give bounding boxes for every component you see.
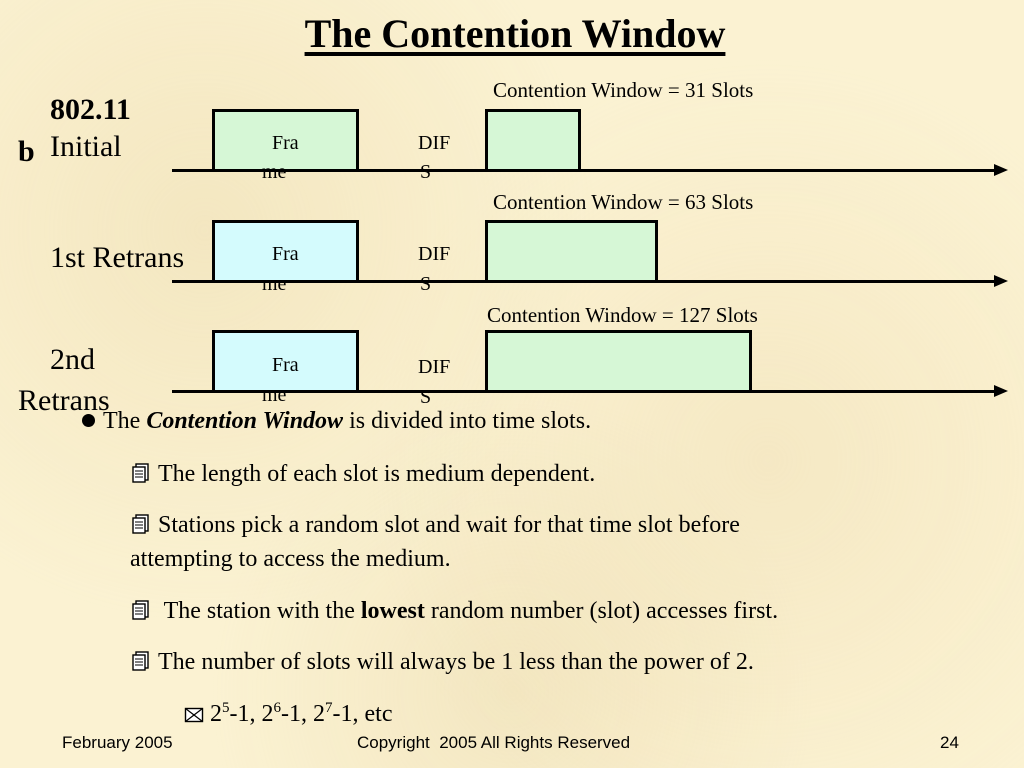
sub-bullet-4: The number of slots will always be 1 les… [130,649,754,676]
notepad-icon [132,600,149,620]
power-base-2: 2 [261,701,274,727]
cw-box-initial [485,109,581,172]
power-base-3: 2 [313,701,325,727]
frame-text-1st-retrans-2: me [262,273,287,295]
row-label-2nd-retrans-2: Retrans [18,384,110,417]
frame-text-1st-retrans-1: Fra [272,243,299,265]
power-rest-3: -1, etc [332,701,393,727]
sub-bullet-2-line2: attempting to access the medium. [130,546,451,572]
cw-label-2nd-retrans: Contention Window = 127 Slots [487,303,758,327]
frame-text-initial-2: me [262,161,287,183]
timeline-1st-retrans [172,280,994,283]
difs-label-initial-1: DIF [418,132,451,154]
footer-date: February 2005 [62,733,173,752]
envelope-icon [184,707,204,723]
timeline-initial [172,169,994,172]
bullet-dot-icon [82,414,95,427]
power-exp-1: 5 [222,700,230,716]
power-rest-1: -1, [229,701,262,727]
sub-bullet-3-prefix: The station with the [158,598,361,624]
difs-label-initial-2: S [420,161,432,183]
row-label-1st-retrans: 1st Retrans [50,241,185,274]
sub-bullet-1: The length of each slot is medium depend… [130,461,595,488]
cw-box-2nd-retrans [485,330,752,393]
frame-text-2nd-retrans-1: Fra [272,354,299,376]
frame-text-initial-1: Fra [272,132,299,154]
notepad-icon [132,463,149,483]
arrow-head-2nd-retrans [994,385,1008,397]
power-base-1: 2 [210,701,222,727]
row-label-initial: Initial [50,130,122,163]
sub-bullet-2: Stations pick a random slot and wait for… [130,512,740,539]
bullet-main-emphasis: Contention Window [146,408,344,434]
bullet-main: The Contention Window is divided into ti… [82,408,591,435]
cw-label-1st-retrans: Contention Window = 63 Slots [493,190,754,214]
sub-sub-bullet: 25-1, 26-1, 27-1, etc [184,700,392,728]
standard-label-suffix: b [18,135,35,168]
bullet-main-prefix: The [103,408,147,434]
sub-bullet-2-text-line1: Stations pick a random slot and wait for… [158,512,740,538]
notepad-icon [132,514,149,534]
difs-label-2nd-retrans-2: S [420,386,432,408]
timeline-2nd-retrans [172,390,994,393]
cw-box-1st-retrans [485,220,658,283]
cw-label-initial: Contention Window = 31 Slots [493,78,754,102]
sub-bullet-1-text: The length of each slot is medium depend… [158,461,596,487]
footer-copyright: Copyright 2005 All Rights Reserved [357,733,631,752]
frame-text-2nd-retrans-2: me [262,384,287,406]
standard-label: 802.11 [50,93,131,126]
difs-label-1st-retrans-1: DIF [418,243,451,265]
sub-bullet-4-text: The number of slots will always be 1 les… [158,649,754,675]
slide-title: The Contention Window [304,11,726,56]
notepad-icon [132,651,149,671]
bullet-main-suffix: is divided into time slots. [343,408,592,434]
difs-label-1st-retrans-2: S [420,273,432,295]
row-label-2nd-retrans-1: 2nd [50,343,95,376]
power-rest-2: -1, [281,701,313,727]
sub-bullet-3-suffix: random number (slot) accesses first. [424,598,779,624]
sub-bullet-3-bold: lowest [360,598,425,624]
frame-box-1st-retrans [212,220,359,283]
footer-page-number: 24 [940,733,959,752]
power-exp-2: 6 [273,700,282,716]
arrow-head-1st-retrans [994,275,1008,287]
arrow-head-initial [994,164,1008,176]
sub-bullet-3: The station with the lowest random numbe… [130,598,778,625]
difs-label-2nd-retrans-1: DIF [418,356,451,378]
power-exp-3: 7 [325,700,333,716]
